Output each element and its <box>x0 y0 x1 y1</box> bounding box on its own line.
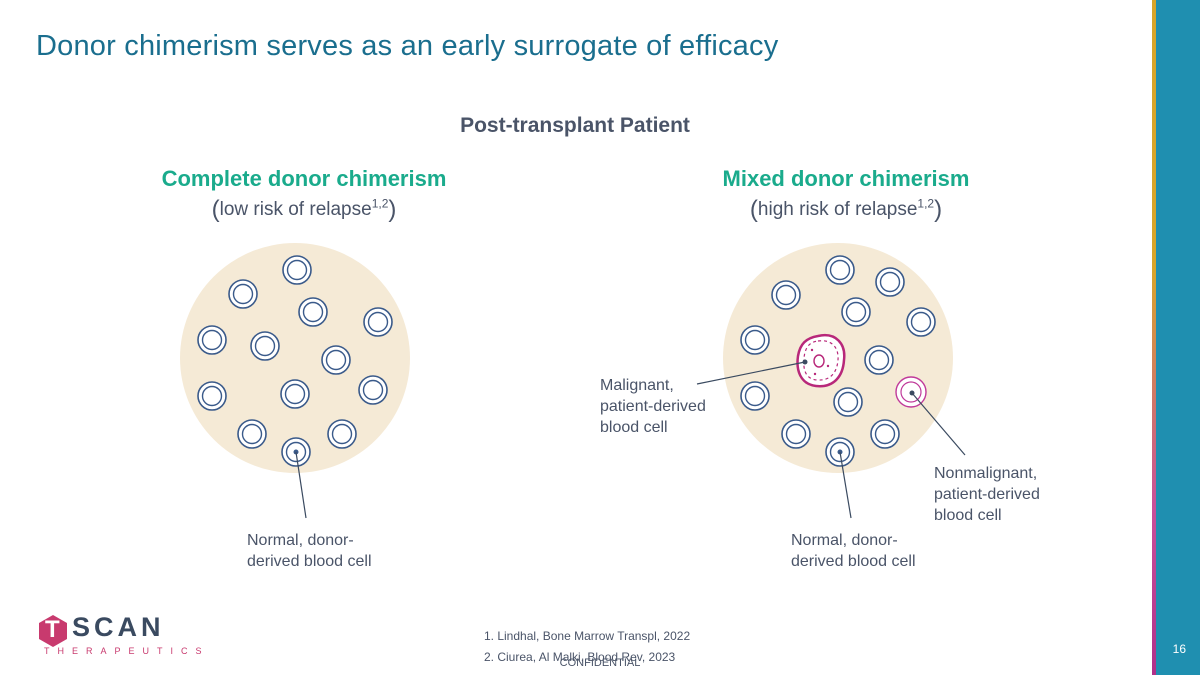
side-bar <box>1156 0 1200 675</box>
right-cell <box>875 267 905 297</box>
reference-1: 1. Lindhal, Bone Marrow Transpl, 2022 <box>484 629 691 643</box>
right-normal-label-line1: Normal, donor- <box>791 532 898 549</box>
logo-tagline: THERAPEUTICS <box>44 646 210 656</box>
right-cell <box>781 419 811 449</box>
left-normal-label-line2: derived blood cell <box>247 553 372 570</box>
left-sub-text: low risk of relapse <box>219 199 372 220</box>
right-cell <box>825 255 855 285</box>
right-cell <box>870 419 900 449</box>
left-normal-cell-label: Normal, donor- derived blood cell <box>247 530 372 572</box>
left-cell <box>358 375 388 405</box>
right-cell <box>771 280 801 310</box>
left-cell <box>327 419 357 449</box>
left-sub-sup: 1,2 <box>371 196 389 211</box>
right-sub-close: ) <box>934 196 943 223</box>
malignant-cell <box>796 333 846 388</box>
right-sub-text: high risk of relapse <box>757 199 918 220</box>
reference-2: 2. Ciurea, Al Malki, Blood Rev, 2023 <box>484 650 676 664</box>
logo-t: T <box>45 616 60 643</box>
left-cell <box>363 307 393 337</box>
confidential-label: CONFIDENTIAL <box>559 657 641 669</box>
malignant-cell-label: Malignant, patient-derived blood cell <box>600 375 706 438</box>
left-cell <box>228 279 258 309</box>
right-normal-pointer-line <box>839 451 852 519</box>
tscan-logo: T SCAN THERAPEUTICS <box>36 612 202 658</box>
nonmalignant-label-line1: Nonmalignant, <box>934 465 1038 482</box>
left-normal-label-line1: Normal, donor- <box>247 532 354 549</box>
left-cell <box>197 325 227 355</box>
side-accent-stripe <box>1152 0 1156 675</box>
right-cell <box>841 297 871 327</box>
right-normal-cell-label: Normal, donor- derived blood cell <box>791 530 916 572</box>
slide-title: Donor chimerism serves as an early surro… <box>36 30 779 62</box>
left-cell <box>197 381 227 411</box>
malignant-pointer-line <box>696 361 806 385</box>
left-cell <box>282 255 312 285</box>
right-cell <box>740 325 770 355</box>
page-number: 16 <box>1172 642 1186 656</box>
slide-subtitle: Post-transplant Patient <box>460 114 690 137</box>
left-cell <box>280 379 310 409</box>
nonmalignant-pointer-line <box>911 392 966 456</box>
right-cell <box>740 381 770 411</box>
right-cell <box>906 307 936 337</box>
logo-hexagon-icon <box>39 615 67 647</box>
left-pointer-line <box>295 451 307 519</box>
left-cell <box>250 331 280 361</box>
left-cell <box>298 297 328 327</box>
malignant-label-line3: blood cell <box>600 419 668 436</box>
right-cell <box>833 387 863 417</box>
chimerism-diagram <box>180 243 966 519</box>
logo-brand: SCAN <box>72 612 165 642</box>
right-sub-open: ( <box>749 196 758 223</box>
nonmalignant-cell-label: Nonmalignant, patient-derived blood cell <box>934 463 1040 526</box>
nonmalignant-label-line3: blood cell <box>934 507 1002 524</box>
left-subheading: (low risk of relapse1,2) <box>94 196 514 224</box>
left-sub-close: ) <box>388 196 397 223</box>
right-normal-label-line2: derived blood cell <box>791 553 916 570</box>
malignant-label-line2: patient-derived <box>600 398 706 415</box>
right-subheading: (high risk of relapse1,2) <box>636 196 1056 224</box>
right-cell <box>864 345 894 375</box>
left-cell <box>237 419 267 449</box>
left-sub-open: ( <box>211 196 220 223</box>
malignant-label-line1: Malignant, <box>600 377 674 394</box>
left-cell <box>321 345 351 375</box>
references: 1. Lindhal, Bone Marrow Transpl, 2022 2.… <box>484 626 690 668</box>
right-sub-sup: 1,2 <box>917 196 935 211</box>
left-heading: Complete donor chimerism <box>161 166 447 191</box>
nonmalignant-label-line2: patient-derived <box>934 486 1040 503</box>
right-heading: Mixed donor chimerism <box>722 166 970 191</box>
